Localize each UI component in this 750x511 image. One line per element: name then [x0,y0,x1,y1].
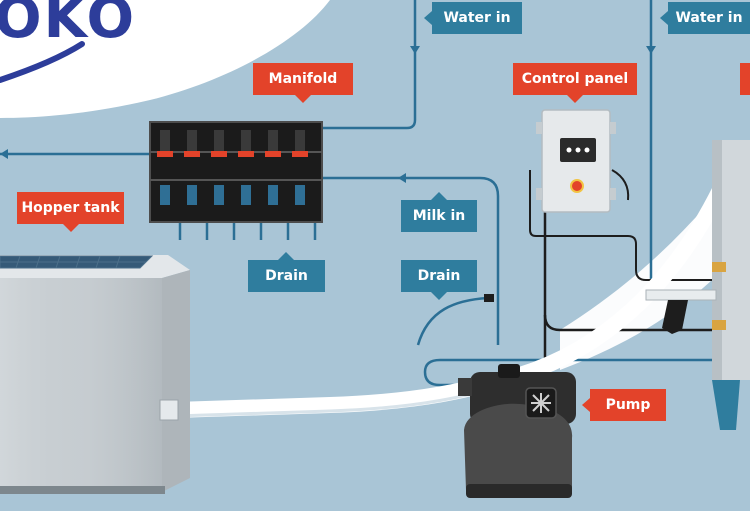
label-pointer [295,95,311,103]
label-pointer [431,292,447,300]
control-cable-3 [611,169,630,201]
label-manifold-text: Manifold [268,71,338,87]
label-pointer [278,252,294,260]
label-milk-in: Milk in [401,192,477,232]
drain-valve [484,294,494,302]
label-drain-1-text: Drain [265,268,308,284]
pump-unit [458,364,576,498]
label-manifold: Manifold [253,63,353,103]
label-drain-1: Drain [248,252,325,292]
milk-in-pipe [322,176,500,345]
control-panel-stop-button [570,179,584,193]
label-water-in-1: Water in [424,2,522,34]
label-pointer [424,11,432,25]
label-pointer [567,95,583,103]
label-water-in-2-text: Water in [675,10,743,26]
hopper-tank [0,255,190,494]
pump-loop-pipe [423,358,730,387]
label-control-panel-text: Control panel [521,71,629,87]
water-pipe-manifold [322,0,417,130]
label-drain-2: Drain [401,260,477,300]
outlet-arrow-left [0,149,8,159]
label-water-in-2: Water in [660,2,750,34]
manifold-block [149,121,323,223]
background-swoosh-right [560,150,750,370]
label-pointer [63,224,79,232]
label-pointer [582,398,590,412]
label-water-in-1-text: Water in [443,10,511,26]
label-pointer [431,192,447,200]
water-flow-arrow-2 [646,46,656,54]
label-pump: Pump [582,389,666,421]
milk-tank [645,140,750,430]
label-pump-text: Pump [605,397,651,413]
brand-logo: OKO [0,0,137,51]
hopper-tank-lid-grid [0,255,154,269]
label-hopper-tank: Hopper tank [17,192,124,232]
control-cable-2 [529,170,712,281]
brand-swoosh [0,41,85,83]
manifold-drain-pipes [178,222,317,240]
water-flow-arrow-1 [410,46,420,54]
label-drain-2-text: Drain [417,268,461,284]
label-hopper-tank-text: Hopper tank [21,200,120,216]
label-milk-in-text: Milk in [412,208,466,224]
manifold-valves [157,130,308,205]
label-control-panel: Control panel [513,63,637,103]
pump-fan-icon [531,393,551,413]
background-swoosh-top [0,0,330,118]
control-panel-box [536,109,616,213]
drain-pipe [416,296,489,346]
label-pointer [660,11,668,25]
milk-flow-arrow [398,173,406,183]
label-cropped-right [740,63,750,95]
